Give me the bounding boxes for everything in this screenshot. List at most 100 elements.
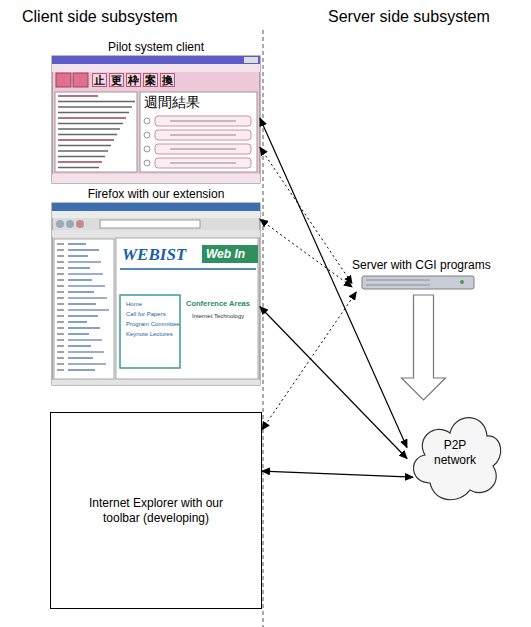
- text-line: [68, 327, 100, 328]
- cloud-outline: [414, 418, 501, 500]
- divider-line: [263, 30, 264, 627]
- text-line: [57, 339, 64, 340]
- text-line: [68, 345, 91, 346]
- text-line: [58, 106, 132, 107]
- text-line: [57, 249, 64, 250]
- menu-bar: [52, 211, 260, 218]
- text-line: [68, 363, 106, 364]
- toolbar-button: 枠: [126, 73, 141, 87]
- status-bar: [52, 380, 260, 385]
- text-line: [57, 261, 64, 262]
- status-bar: [52, 174, 260, 183]
- text-line: [57, 369, 64, 370]
- text-line: [57, 255, 64, 256]
- header-banner: [202, 245, 258, 263]
- text-line: [68, 267, 90, 268]
- text-line: [58, 101, 135, 102]
- header-rule: [120, 268, 256, 270]
- nav-link: Program Committee: [126, 321, 180, 327]
- site-banner: Web In: [206, 247, 245, 261]
- server-label: Server with CGI programs: [352, 258, 491, 272]
- text-line: [58, 134, 117, 135]
- text-line: [57, 243, 64, 244]
- text-line: [68, 243, 86, 244]
- text-line: [57, 321, 64, 322]
- menu-bar: [52, 64, 260, 72]
- cloud-node: P2P network: [405, 398, 505, 508]
- text-line: [68, 279, 92, 280]
- text-line: [57, 357, 64, 358]
- text-line: [58, 95, 98, 96]
- screenshot-node: Pilot system client止更枠案換週間結果: [52, 56, 260, 183]
- solid-connector: [262, 471, 413, 477]
- dotted-connector: [260, 147, 352, 283]
- panel-title: 週間結果: [144, 94, 200, 112]
- node-heading: Pilot system client: [52, 40, 260, 54]
- text-line: [68, 255, 88, 256]
- text-line: [57, 315, 64, 316]
- server-node: Server with CGI programs: [352, 258, 495, 292]
- nav-button: [56, 220, 64, 228]
- text-line: [57, 327, 64, 328]
- block-arrow: [402, 295, 446, 400]
- text-line: [68, 285, 105, 286]
- toolbar-button: 案: [143, 73, 158, 87]
- bookmarks-bar: [52, 230, 260, 237]
- text-line: [170, 134, 236, 135]
- text-line: [68, 357, 93, 358]
- text-line: [58, 117, 126, 118]
- result-button: [155, 144, 251, 154]
- web-page: [116, 238, 258, 379]
- cloud-text: P2P network: [427, 438, 483, 468]
- text-line: [68, 261, 101, 262]
- text-line: [170, 162, 236, 163]
- text-line: [68, 309, 109, 310]
- nav-box: [120, 295, 180, 368]
- solid-connector: [260, 118, 407, 447]
- solid-connector: [260, 307, 407, 459]
- nav-link: Keynote Lectures: [126, 331, 173, 337]
- result-button: [155, 130, 251, 140]
- text-line: [68, 339, 102, 340]
- nav-button: [66, 220, 74, 228]
- dotted-connector: [260, 219, 352, 287]
- text-line: [58, 128, 120, 129]
- text-line: [58, 139, 114, 140]
- radio-mark: [144, 132, 150, 138]
- radio-mark: [144, 146, 150, 152]
- text-line: [57, 291, 64, 292]
- section-title: Conference Areas: [186, 299, 250, 308]
- toolbar-button: 換: [160, 73, 175, 87]
- server-led: [460, 280, 464, 284]
- subsystem-label: Server side subsystem: [328, 8, 490, 26]
- text-line: [68, 297, 107, 298]
- title-bar: [52, 203, 260, 211]
- title-bar: [52, 56, 260, 64]
- nav-link: Home: [126, 301, 142, 307]
- sidebar-lines: [57, 244, 109, 370]
- toolbar-button: 止: [92, 73, 107, 87]
- text-line: [170, 120, 236, 121]
- radio-mark: [144, 160, 150, 166]
- text-line: [58, 150, 108, 151]
- text-line: [57, 345, 64, 346]
- text-line: [57, 309, 64, 310]
- text-line: [170, 148, 236, 149]
- text-line: [68, 315, 98, 316]
- text-line: [68, 333, 89, 334]
- text-line: [58, 167, 99, 168]
- dotted-connector: [262, 292, 356, 430]
- text-line: [57, 333, 64, 334]
- subsystem-label: Client side subsystem: [22, 8, 178, 26]
- section-item: Internet Technology: [192, 313, 244, 319]
- history-sidebar: [54, 239, 114, 379]
- text-line: [58, 123, 123, 124]
- text-line: [68, 321, 87, 322]
- toolbar-button: [73, 73, 88, 87]
- text-line: [68, 291, 94, 292]
- text-line: [68, 303, 96, 304]
- window-frame: [52, 203, 260, 385]
- window-frame: [52, 56, 260, 183]
- node-heading: Firefox with our extension: [52, 187, 260, 201]
